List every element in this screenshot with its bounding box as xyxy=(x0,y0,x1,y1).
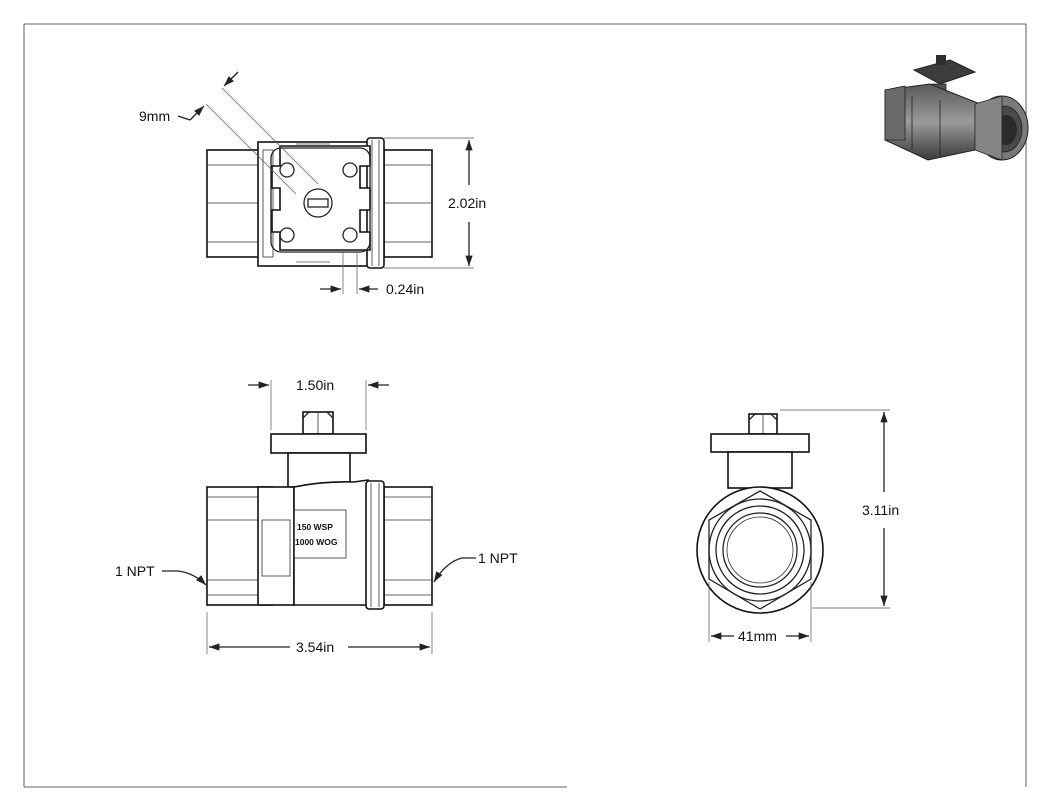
dim-flange-thickness: 0.24in xyxy=(386,281,424,297)
side-view xyxy=(696,413,824,614)
top-view xyxy=(206,137,433,269)
front-view: 150 WSP 1000 WOG xyxy=(206,411,433,610)
dim-length: 3.54in xyxy=(296,639,334,655)
port-label-left: 1 NPT xyxy=(115,563,155,579)
top-view-dimensions: 9mm 2.02in 0.24in xyxy=(139,71,486,297)
isometric-valve-image xyxy=(884,55,1029,161)
dim-height: 2.02in xyxy=(448,195,486,211)
front-view-dimensions: 1.50in 3.54in 1 NPT 1 NPT xyxy=(115,377,518,655)
drawing-frame xyxy=(23,23,1027,788)
dim-hex-width: 41mm xyxy=(738,628,777,644)
dim-pad-width: 1.50in xyxy=(296,377,334,393)
side-view-dimensions: 3.11in 41mm xyxy=(708,409,899,644)
dim-total-height: 3.11in xyxy=(862,502,899,518)
dim-bolt-hole: 9mm xyxy=(139,108,170,124)
port-label-right: 1 NPT xyxy=(478,550,518,566)
rating-line-2: 1000 WOG xyxy=(295,537,338,547)
rating-line-1: 150 WSP xyxy=(297,522,333,532)
